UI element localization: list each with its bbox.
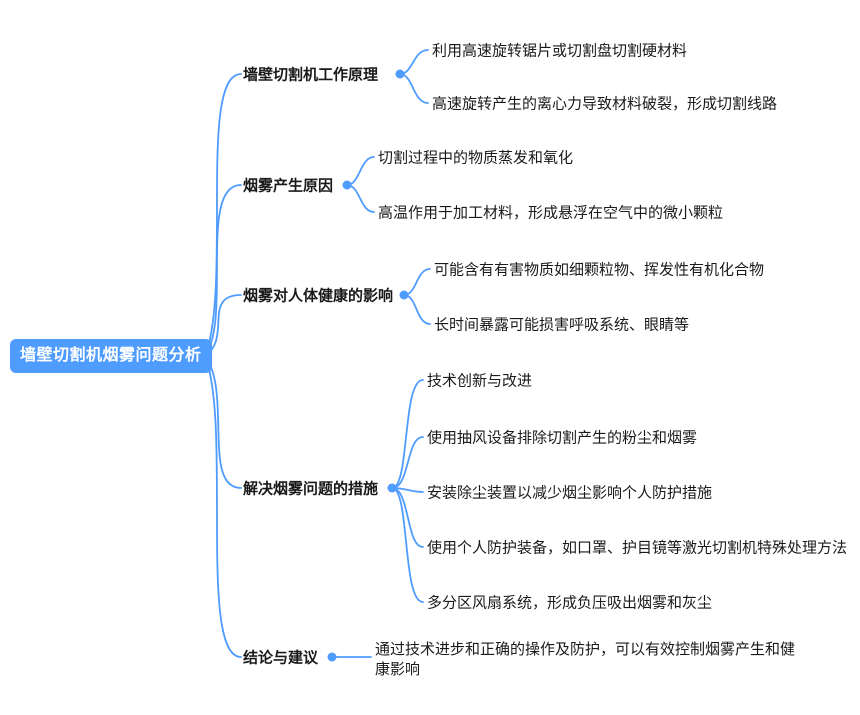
child-node[interactable]: 使用个人防护装备，如口罩、护目镜等激光切割机特殊处理方法 <box>427 539 848 557</box>
child-node[interactable]: 切割过程中的物质蒸发和氧化 <box>378 149 574 167</box>
connector-root-to-branch-5 <box>204 355 242 658</box>
connector-root-to-branch-4 <box>204 355 242 489</box>
connector-branch4-child2 <box>391 436 424 489</box>
branch-dot-2 <box>342 180 352 190</box>
child-node[interactable]: 技术创新与改进 <box>427 372 533 390</box>
connector-branch3-child2 <box>403 294 431 325</box>
branch-label-smoke-causes[interactable]: 烟雾产生原因 <box>243 177 334 195</box>
child-node[interactable]: 高温作用于加工材料，形成悬浮在空气中的微小颗粒 <box>378 204 724 222</box>
child-node[interactable]: 多分区风扇系统，形成负压吸出烟雾和灰尘 <box>427 594 713 612</box>
child-node[interactable]: 高速旋转产生的离心力导致材料破裂，形成切割线路 <box>432 95 778 113</box>
branch-label-conclusion[interactable]: 结论与建议 <box>243 649 319 667</box>
branch-label-health-effects[interactable]: 烟雾对人体健康的影响 <box>243 287 394 305</box>
branch-dot-1 <box>395 69 405 79</box>
branch-dot-5 <box>327 652 337 662</box>
child-node[interactable]: 使用抽风设备排除切割产生的粉尘和烟雾 <box>427 429 698 447</box>
root-node[interactable]: 墙壁切割机烟雾问题分析 <box>10 339 212 373</box>
connector-branch1-child1 <box>399 49 429 75</box>
connector-root-to-branch-3 <box>204 294 242 357</box>
connector-branch4-child1 <box>391 379 424 489</box>
branch-dot-4 <box>387 483 397 493</box>
connector-branch3-child1 <box>403 268 431 296</box>
branch-label-solutions[interactable]: 解决烟雾问题的措施 <box>243 480 379 498</box>
connector-branch2-child1 <box>346 156 375 186</box>
branch-label-working-principle[interactable]: 墙壁切割机工作原理 <box>243 66 379 84</box>
connector-root-to-branch-1 <box>204 73 242 357</box>
connector-root-to-branch-2 <box>204 184 242 357</box>
child-node[interactable]: 长时间暴露可能损害呼吸系统、眼睛等 <box>434 316 690 334</box>
connector-branch2-child2 <box>346 184 375 213</box>
child-node[interactable]: 安装除尘装置以减少烟尘影响个人防护措施 <box>427 484 713 502</box>
child-node[interactable]: 可能含有有害物质如细颗粒物、挥发性有机化合物 <box>434 261 765 279</box>
branch-dot-3 <box>399 290 409 300</box>
child-node[interactable]: 利用高速旋转锯片或切割盘切割硬材料 <box>432 42 688 60</box>
connector-branch1-child2 <box>399 73 429 104</box>
child-node[interactable]: 通过技术进步和正确的操作及防护，可以有效控制烟雾产生和健康影响 <box>375 641 796 678</box>
connector-branch4-child5 <box>391 487 424 603</box>
connector-branch4-child4 <box>391 487 424 548</box>
